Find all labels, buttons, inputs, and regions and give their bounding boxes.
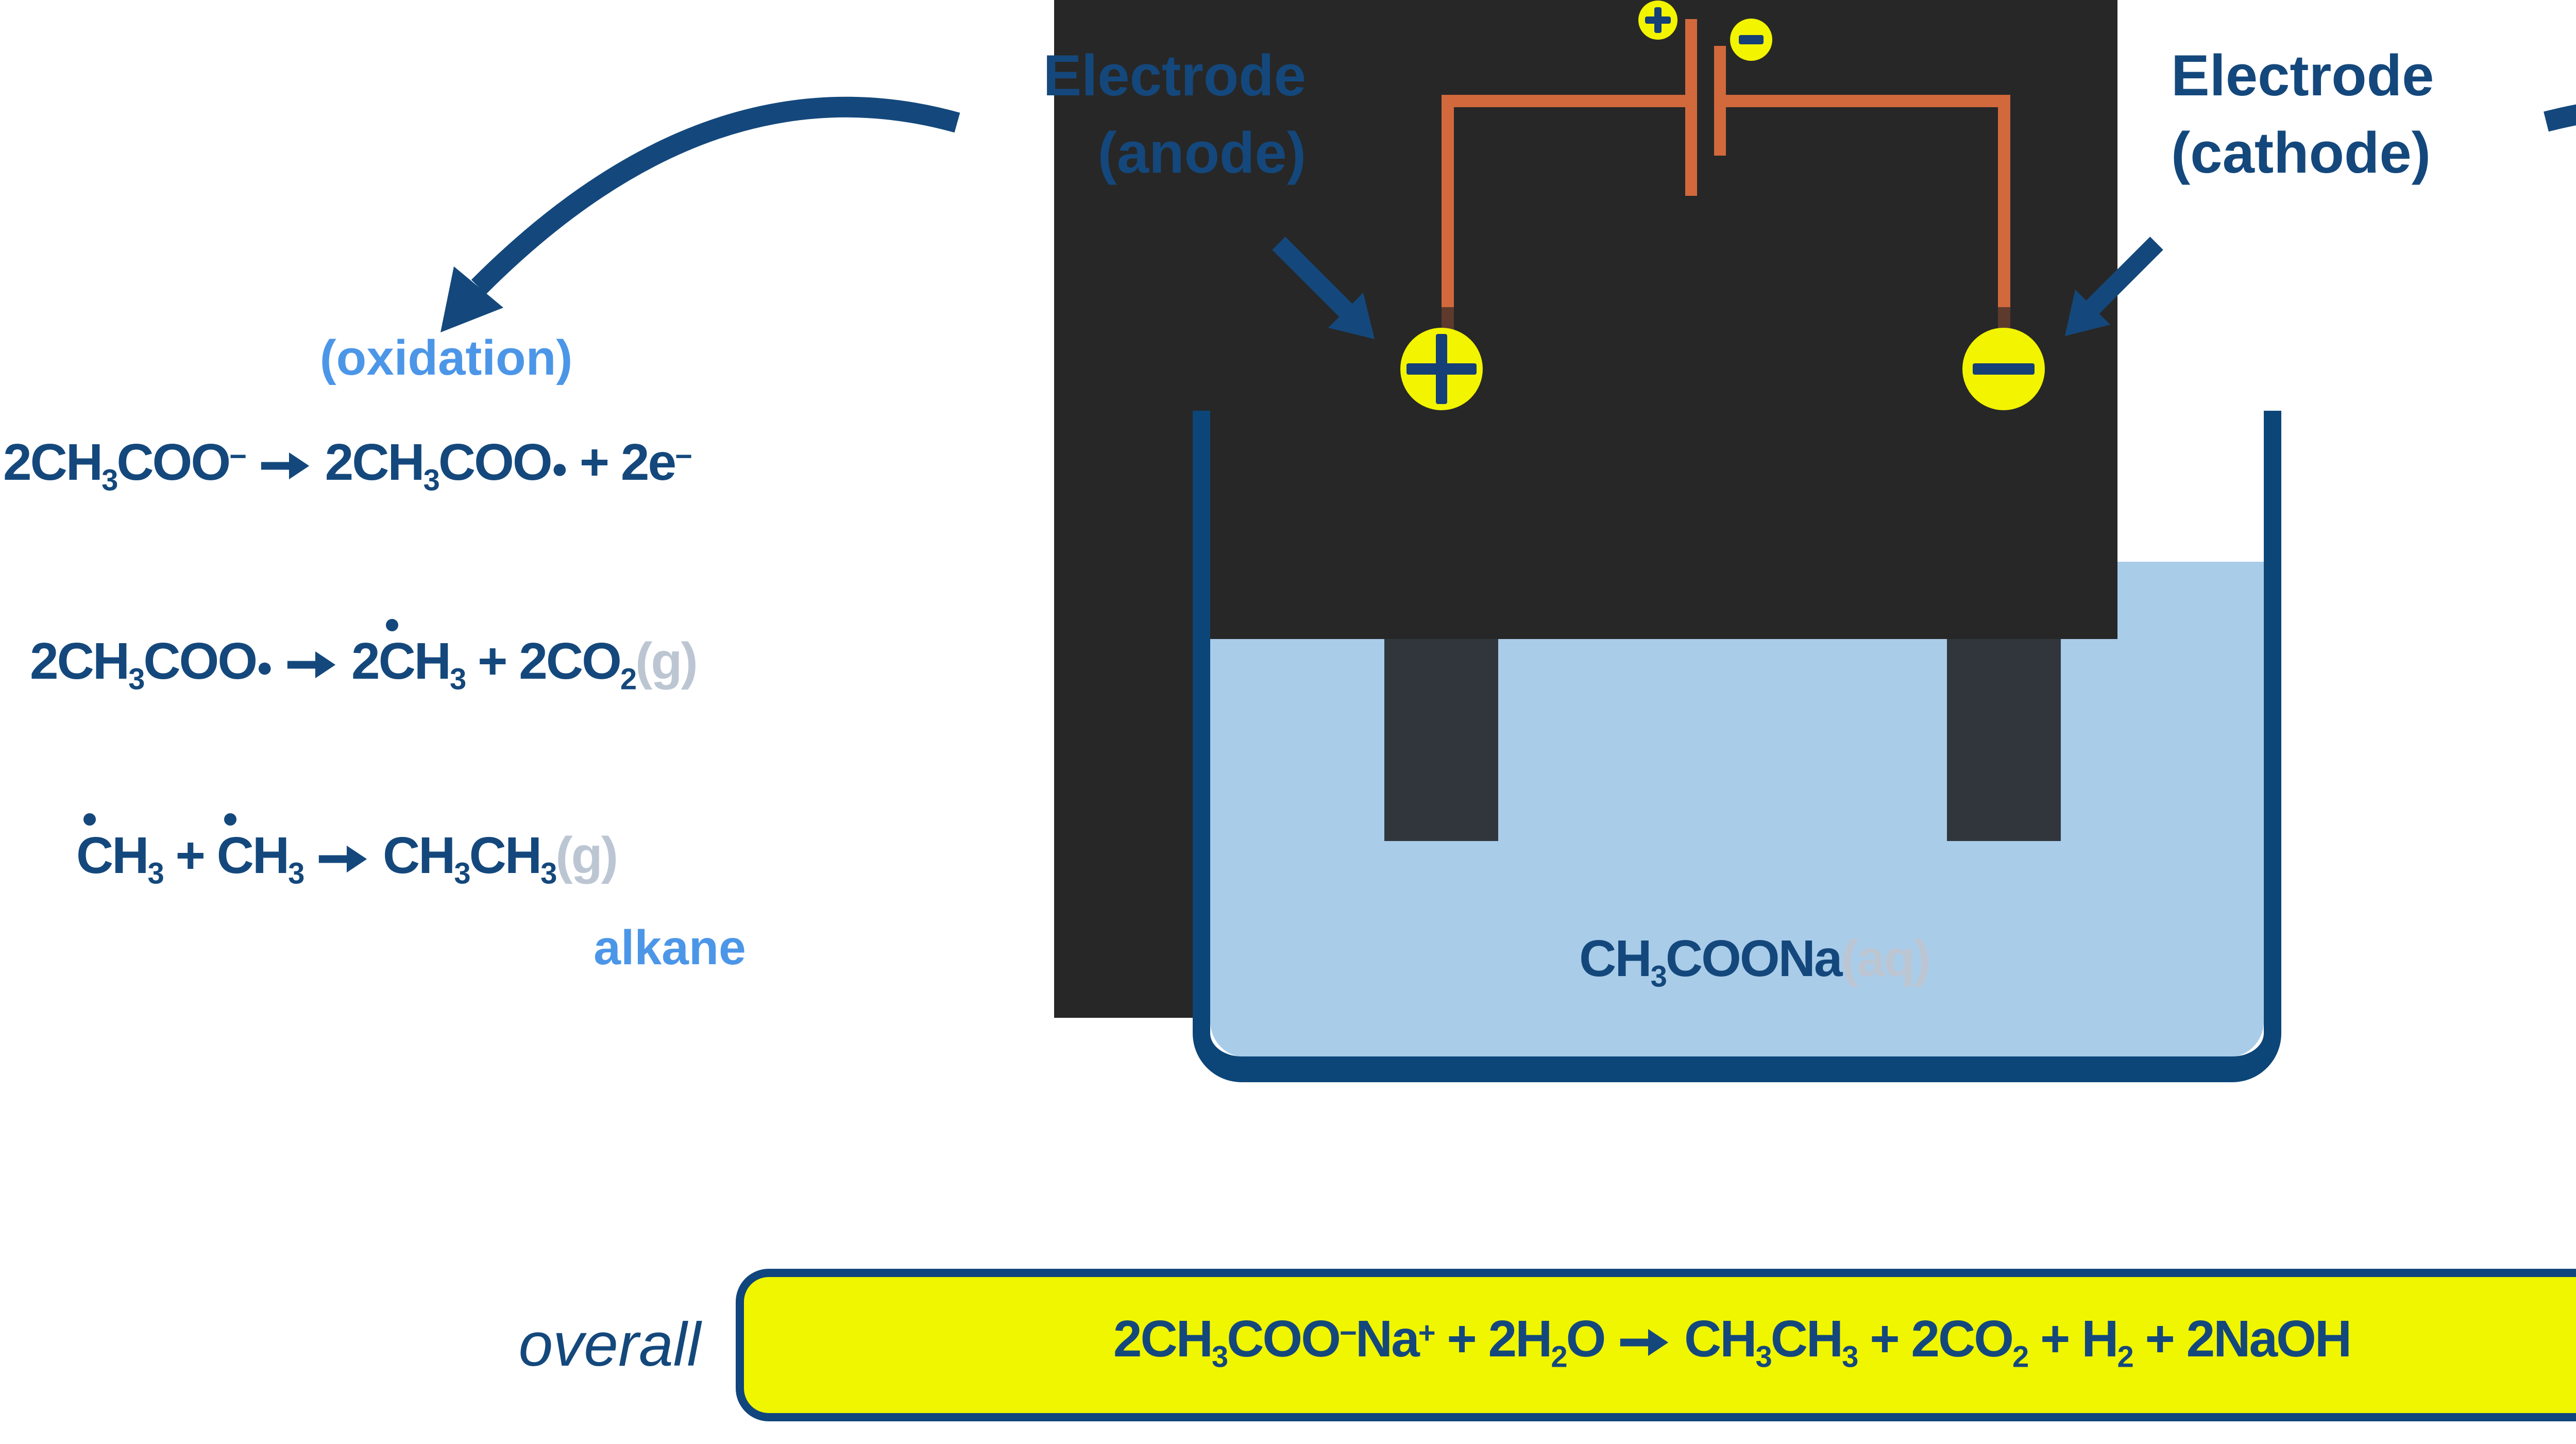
radical-dot-icon: ● bbox=[256, 651, 273, 683]
reaction-arrow-icon bbox=[316, 825, 370, 886]
battery-minus-icon bbox=[1730, 19, 1772, 61]
wire-right-contact-stub bbox=[1998, 307, 2010, 330]
anode-equation-1: 2CH3COO− 2CH3COO● + 2e− bbox=[3, 426, 692, 511]
cathode-minus-icon bbox=[1962, 328, 2045, 410]
cathode-site-label: (cathode) bbox=[2171, 121, 2431, 185]
overall-equation-box: 2CH3COO−Na+ + 2H2O CH3CH3 + 2CO2 + H2 + … bbox=[736, 1269, 2576, 1421]
wire-left-horizontal bbox=[1442, 95, 1685, 107]
wire-right-vertical bbox=[1998, 95, 2010, 307]
radical-dot-above-icon bbox=[224, 813, 236, 826]
radical-dot-above-icon bbox=[385, 619, 398, 631]
alkane-label: alkane bbox=[594, 920, 746, 975]
beaker bbox=[1193, 411, 2281, 1082]
anode-electrode-label: Electrode bbox=[1043, 43, 1306, 108]
cathode-electrode-label: Electrode bbox=[2171, 43, 2434, 108]
reaction-arrow-icon bbox=[1617, 1308, 1671, 1370]
anode-plus-icon bbox=[1400, 328, 1483, 410]
radical-dot-above-icon bbox=[83, 813, 96, 826]
overall-word: overall bbox=[518, 1310, 701, 1379]
cathode-electrode-bar bbox=[1947, 613, 2061, 841]
dark-panel-lower-left bbox=[1054, 639, 1193, 1018]
anode-electrode-bar bbox=[1384, 613, 1498, 841]
reaction-arrow-icon bbox=[258, 431, 312, 493]
oxidation-label: (oxidation) bbox=[319, 330, 573, 385]
wire-right-horizontal bbox=[1726, 95, 2010, 107]
reaction-arrow-icon bbox=[284, 630, 338, 692]
anode-site-label: (anode) bbox=[1097, 121, 1306, 185]
battery-plus-icon bbox=[1638, 1, 1677, 40]
wire-left-contact-stub bbox=[1442, 307, 1454, 330]
battery-short-plate-icon bbox=[1714, 46, 1726, 156]
wire-left-vertical bbox=[1442, 95, 1454, 307]
battery-long-plate-icon bbox=[1685, 19, 1697, 196]
solution-label: CH3COONa(aq) bbox=[1579, 930, 1931, 994]
overall-equation: 2CH3COO−Na+ + 2H2O CH3CH3 + 2CO2 + H2 + … bbox=[1113, 1302, 2352, 1388]
radical-dot-icon: ● bbox=[551, 452, 568, 484]
